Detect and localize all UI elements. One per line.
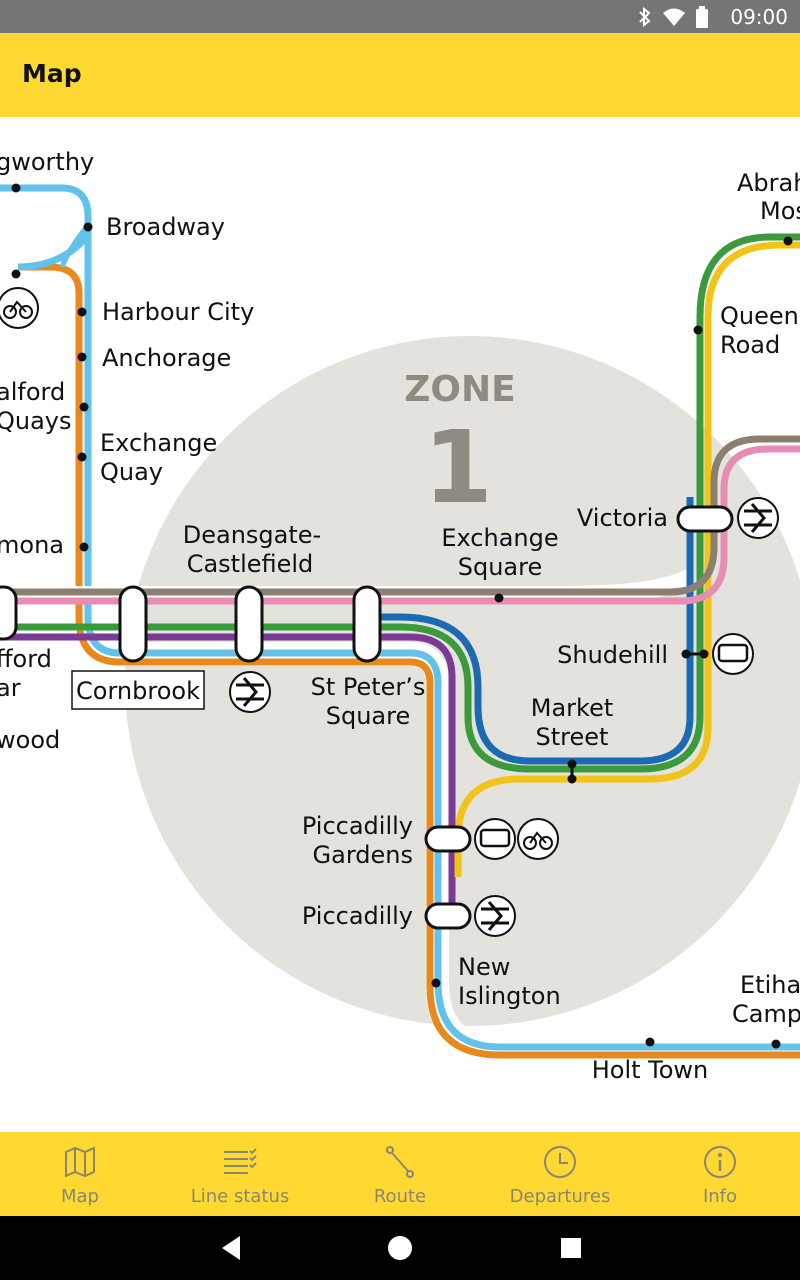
status-time: 09:00 xyxy=(730,5,788,29)
nav-departures[interactable]: Departures xyxy=(480,1132,640,1216)
station-label[interactable]: Market xyxy=(531,694,614,722)
station-label[interactable]: Quays xyxy=(0,407,72,435)
station-label[interactable]: Etiha xyxy=(740,971,800,999)
station-label[interactable]: wood xyxy=(0,726,60,754)
station-label[interactable]: Harbour City xyxy=(102,298,254,326)
station-label[interactable]: Mos xyxy=(760,197,800,225)
line-navy xyxy=(380,497,694,765)
status-bar: 09:00 xyxy=(0,0,800,33)
line-purple xyxy=(0,633,456,907)
station-label[interactable]: Exchange xyxy=(100,429,217,457)
station-label[interactable]: New xyxy=(458,953,510,981)
list-check-icon xyxy=(224,1148,257,1174)
station-label[interactable]: Abrah xyxy=(737,169,800,197)
bicycle-icon xyxy=(0,287,39,329)
map-icon xyxy=(65,1146,95,1178)
station-labels: gworthy Broadway Harbour City Anchorage … xyxy=(0,148,800,1084)
bottom-navigation: Map Line status Route Departures Info xyxy=(0,1132,800,1216)
nav-label: Route xyxy=(373,1186,427,1207)
nav-label: Line status xyxy=(190,1186,290,1207)
page-title: Map xyxy=(22,59,82,88)
bus-icon xyxy=(474,818,516,860)
nav-label: Map xyxy=(61,1186,99,1207)
line-green xyxy=(0,233,800,773)
station-label[interactable]: Piccadilly xyxy=(302,812,413,840)
back-icon[interactable] xyxy=(218,1234,244,1262)
station-label[interactable]: Queens xyxy=(720,302,800,330)
zone-number: 1 xyxy=(423,409,493,526)
bicycle-icon xyxy=(517,818,559,860)
line-orange xyxy=(20,263,800,1059)
station-label[interactable]: Castlefield xyxy=(187,550,314,578)
zone-label: ZONE xyxy=(404,369,515,410)
station-label[interactable]: Gardens xyxy=(313,841,413,869)
station-label[interactable]: St Peter’s xyxy=(311,673,426,701)
station-label[interactable]: Cornbrook xyxy=(76,677,200,705)
system-navigation xyxy=(0,1216,800,1280)
station-label[interactable]: Deansgate- xyxy=(183,521,321,549)
network-map[interactable]: ZONE 1 xyxy=(0,117,800,1132)
nav-label: Info xyxy=(702,1186,738,1207)
nav-map[interactable]: Map xyxy=(0,1132,160,1216)
station-label[interactable]: Street xyxy=(536,723,609,751)
station-label[interactable]: Campu xyxy=(732,1000,800,1028)
route-icon xyxy=(386,1146,414,1178)
station-label[interactable]: fford xyxy=(0,645,52,673)
rail-icon xyxy=(474,895,516,937)
info-icon xyxy=(704,1146,736,1178)
rail-icon xyxy=(229,671,271,713)
bluetooth-icon xyxy=(639,7,651,27)
station-label[interactable]: Square xyxy=(458,553,543,581)
station-label[interactable]: mona xyxy=(0,531,64,559)
station-label[interactable]: Exchange xyxy=(441,524,558,552)
station-label[interactable]: Broadway xyxy=(106,213,225,241)
nav-line-status[interactable]: Line status xyxy=(160,1132,320,1216)
station-label[interactable]: ar xyxy=(0,674,21,702)
station-label[interactable]: Holt Town xyxy=(592,1056,709,1084)
nav-route[interactable]: Route xyxy=(320,1132,480,1216)
station-label[interactable]: Road xyxy=(720,331,780,359)
map-canvas[interactable]: ZONE 1 xyxy=(0,117,800,1132)
station-label[interactable]: Square xyxy=(326,702,411,730)
bus-icon xyxy=(712,633,754,675)
nav-label: Departures xyxy=(509,1186,611,1207)
rail-icon xyxy=(737,497,779,539)
station-label[interactable]: alford xyxy=(0,378,65,406)
battery-icon xyxy=(696,6,708,28)
station-label[interactable]: Islington xyxy=(458,982,561,1010)
station-label[interactable]: Anchorage xyxy=(102,344,231,372)
interchange-markers xyxy=(0,505,734,930)
line-group-left xyxy=(0,177,800,1059)
wifi-icon xyxy=(663,8,685,26)
station-label[interactable]: gworthy xyxy=(0,148,94,176)
line-yellow xyxy=(454,241,800,877)
clock-icon xyxy=(544,1146,576,1178)
line-blue xyxy=(0,184,800,1051)
station-label[interactable]: Shudehill xyxy=(557,641,668,669)
recents-icon[interactable] xyxy=(559,1234,583,1262)
home-icon[interactable] xyxy=(386,1234,414,1262)
app-bar: Map xyxy=(0,33,800,117)
station-label[interactable]: Piccadilly xyxy=(302,902,413,930)
zone-1-area xyxy=(125,336,800,1026)
station-label[interactable]: Quay xyxy=(100,458,163,486)
nav-info[interactable]: Info xyxy=(640,1132,800,1216)
station-label[interactable]: Victoria xyxy=(577,504,668,532)
cornbrook-label-box xyxy=(71,670,205,710)
station-dots xyxy=(11,183,793,1049)
